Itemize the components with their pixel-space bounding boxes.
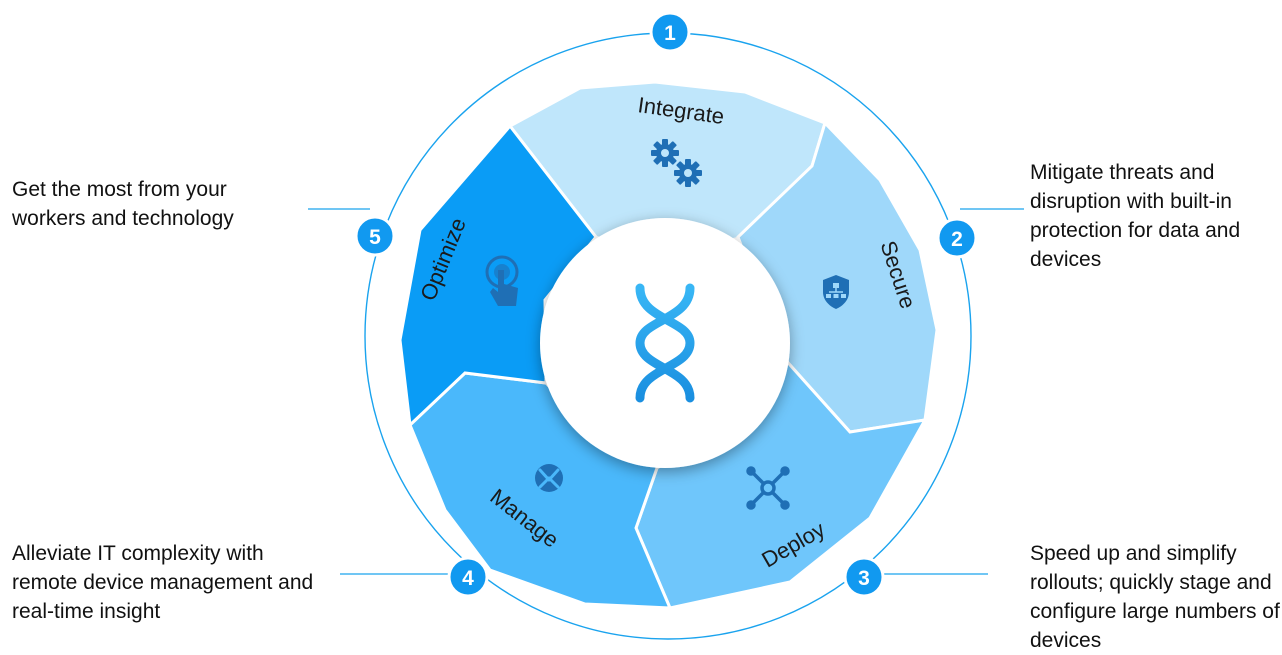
step-badge-3: 3 (843, 556, 885, 598)
step-number-5: 5 (369, 226, 381, 249)
shield-network-icon (823, 275, 849, 309)
step-badge-2: 2 (936, 217, 978, 259)
step-badge-1: 1 (649, 11, 691, 53)
step-number-2: 2 (951, 228, 963, 251)
nodes-icon (746, 466, 790, 510)
dna-icon (635, 283, 695, 403)
description-deploy: Speed up and simplify rollouts; quickly … (1030, 542, 1280, 652)
description-manage: Alleviate IT complexity with remote devi… (12, 542, 314, 623)
description-optimize: Get the most from your workers and techn… (12, 178, 234, 230)
step-badge-4: 4 (447, 556, 489, 598)
description-secure: Mitigate threats and disrupt­ion with bu… (1030, 161, 1241, 271)
step-number-1: 1 (664, 22, 676, 45)
gears-icon (651, 139, 702, 187)
device-sync-icon (535, 464, 563, 492)
center-hub (540, 218, 790, 468)
touch-icon (485, 255, 519, 306)
step-number-3: 3 (858, 567, 870, 590)
step-badge-5: 5 (354, 215, 396, 257)
step-number-4: 4 (462, 567, 474, 590)
